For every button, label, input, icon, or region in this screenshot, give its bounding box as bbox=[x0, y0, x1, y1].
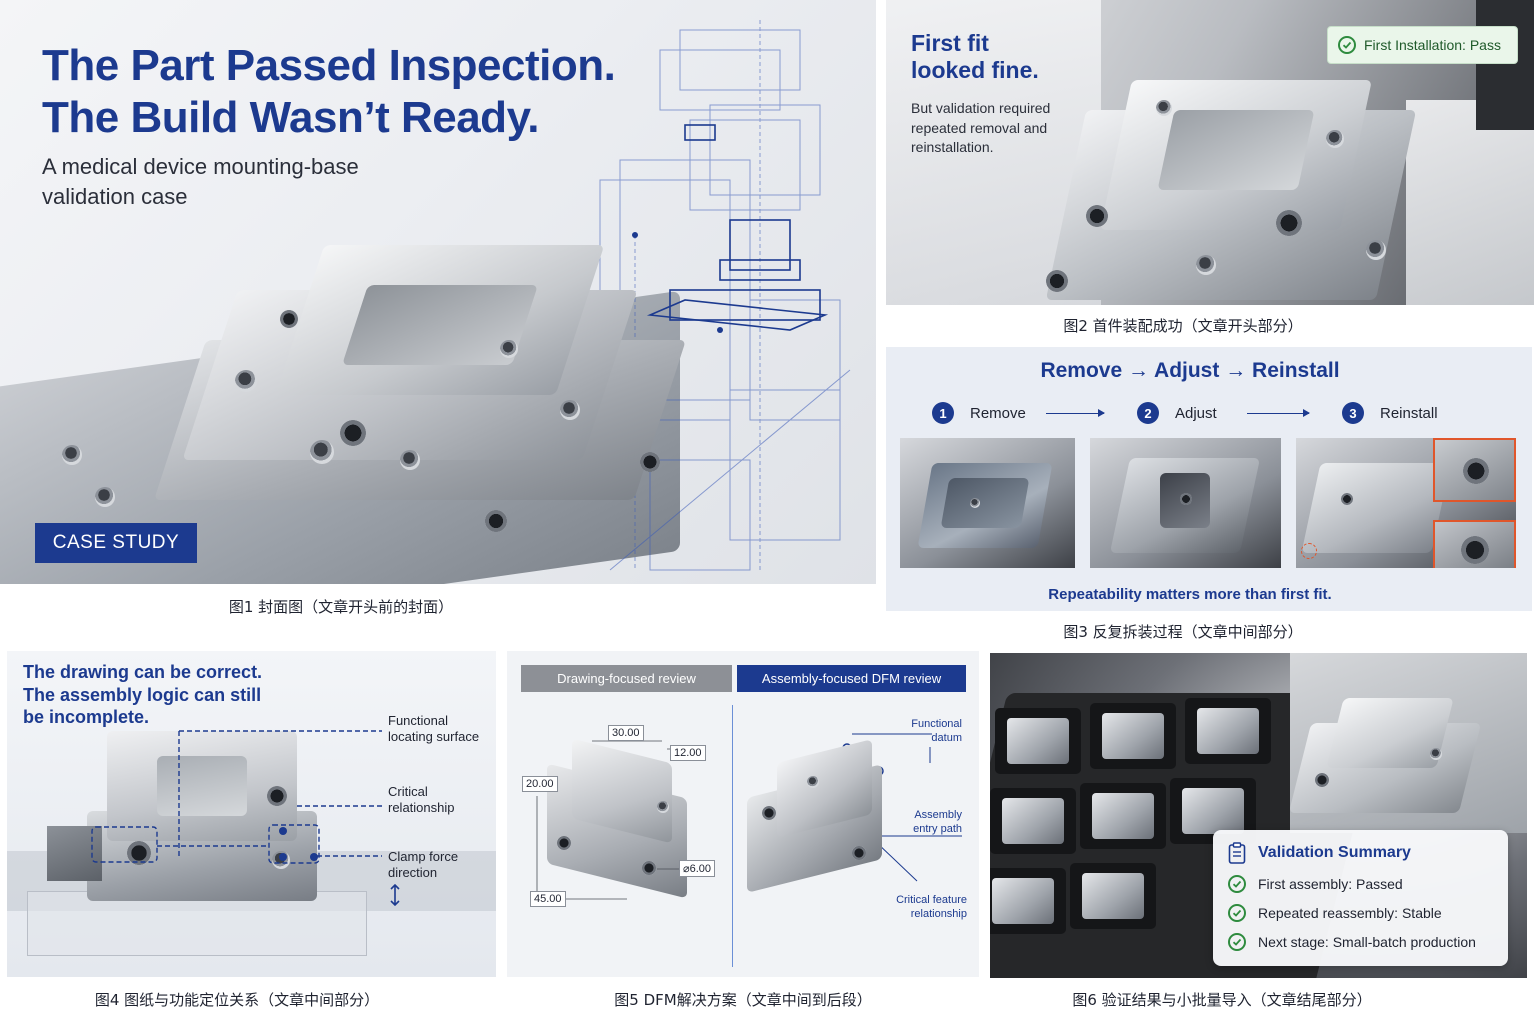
check-circle-icon bbox=[1338, 36, 1356, 54]
process-panel: Remove → Adjust → Reinstall 1 Remove 2 A… bbox=[886, 347, 1532, 611]
check-circle-icon bbox=[1228, 875, 1246, 893]
annotation-functional-datum: Functional datum bbox=[911, 718, 962, 744]
dimension-label: 12.00 bbox=[670, 745, 706, 761]
drawing-part bbox=[87, 731, 327, 901]
summary-item: Next stage: Small-batch production bbox=[1228, 933, 1476, 951]
highlight-circle bbox=[1301, 543, 1317, 559]
validation-panel: Validation Summary First assembly: Passe… bbox=[990, 653, 1527, 978]
first-fit-body: But validation required repeated removal… bbox=[911, 100, 1051, 155]
first-fit-title: First fit looked fine. bbox=[911, 30, 1039, 83]
step-label: Adjust bbox=[1175, 404, 1217, 422]
first-fit-panel: First fit looked fine. But validation re… bbox=[886, 0, 1534, 305]
figure-1-caption: 图1 封面图（文章开头前的封面） bbox=[228, 598, 454, 616]
dimension-label: 20.00 bbox=[522, 776, 558, 792]
drawing-title: The drawing can be correct. The assembly… bbox=[23, 662, 263, 727]
bolt-icon bbox=[1046, 270, 1068, 292]
summary-item: Repeated reassembly: Stable bbox=[1228, 904, 1442, 922]
case-study-badge: CASE STUDY bbox=[35, 523, 197, 563]
dimension-label: ⌀6.00 bbox=[679, 860, 716, 877]
step-label: Remove bbox=[970, 404, 1026, 422]
arrow-right-icon bbox=[1046, 409, 1105, 417]
dfm-review-part bbox=[747, 736, 897, 893]
figure-2-caption: 图2 首件装配成功（文章开头部分） bbox=[1063, 317, 1303, 335]
summary-heading: Validation Summary bbox=[1258, 844, 1411, 861]
annotation-locating-surface: Functional locating surface bbox=[388, 713, 480, 744]
annotation-entry-path: Assembly entry path bbox=[913, 809, 962, 835]
tab-drawing-review[interactable]: Drawing-focused review bbox=[521, 665, 732, 692]
finished-part bbox=[1288, 693, 1482, 813]
bolt-icon bbox=[640, 452, 660, 472]
adjust-photo bbox=[1090, 438, 1281, 568]
process-footer: Repeatability matters more than first fi… bbox=[1048, 586, 1332, 603]
figure-4-caption: 图4 图纸与功能定位关系（文章中间部分） bbox=[94, 991, 380, 1009]
bolt-icon bbox=[95, 487, 115, 507]
figure-5-caption: 图5 DFM解决方案（文章中间到后段） bbox=[614, 991, 872, 1009]
reinstall-photo bbox=[1296, 438, 1516, 568]
figure-6-caption: 图6 验证结果与小批量导入（文章结尾部分） bbox=[1072, 991, 1372, 1009]
bolt-icon bbox=[62, 445, 82, 465]
zoom-inset bbox=[1433, 520, 1516, 568]
figure-3-caption: 图3 反复拆装过程（文章中间部分） bbox=[1063, 623, 1303, 641]
arrow-right-icon bbox=[1247, 409, 1310, 417]
step-remove: 1 Remove bbox=[932, 402, 1026, 424]
step-number: 3 bbox=[1342, 402, 1364, 424]
blueprint-wireframe bbox=[599, 20, 851, 571]
dimension-label: 45.00 bbox=[530, 891, 566, 907]
dimension-label: 30.00 bbox=[608, 725, 644, 741]
step-number: 1 bbox=[932, 402, 954, 424]
installation-status-text: First Installation: Pass bbox=[1364, 37, 1501, 53]
up-down-arrow-icon bbox=[390, 884, 400, 906]
clipboard-icon bbox=[1228, 842, 1246, 864]
step-label: Reinstall bbox=[1380, 404, 1438, 422]
divider bbox=[732, 705, 733, 967]
drawing-panel: The drawing can be correct. The assembly… bbox=[7, 651, 496, 977]
drawing-review-part bbox=[547, 738, 697, 899]
functional-overlay bbox=[91, 730, 382, 864]
check-circle-icon bbox=[1228, 933, 1246, 951]
first-fit-part bbox=[1045, 70, 1426, 300]
installation-status-badge: First Installation: Pass bbox=[1327, 26, 1518, 64]
step-number: 2 bbox=[1137, 402, 1159, 424]
cover-title: The Part Passed Inspection. The Build Wa… bbox=[42, 41, 616, 142]
cover-subtitle: A medical device mounting-base validatio… bbox=[42, 154, 359, 209]
remove-photo bbox=[900, 438, 1075, 568]
process-heading: Remove → Adjust → Reinstall bbox=[1040, 359, 1340, 382]
cover-panel: The Part Passed Inspection. The Build Wa… bbox=[0, 0, 876, 584]
dfm-panel: Drawing-focused review Assembly-focused … bbox=[507, 651, 979, 977]
zoom-inset bbox=[1433, 438, 1516, 502]
check-circle-icon bbox=[1228, 904, 1246, 922]
step-adjust: 2 Adjust bbox=[1137, 402, 1217, 424]
mounting-base-part bbox=[154, 230, 690, 520]
summary-item: First assembly: Passed bbox=[1228, 875, 1403, 893]
step-reinstall: 3 Reinstall bbox=[1342, 402, 1438, 424]
tab-assembly-dfm-review[interactable]: Assembly-focused DFM review bbox=[737, 665, 966, 692]
annotation-critical-feature: Critical feature relationship bbox=[896, 894, 967, 920]
validation-summary-card: Validation Summary First assembly: Passe… bbox=[1213, 830, 1508, 966]
annotation-critical-relationship: Critical relationship bbox=[388, 784, 455, 815]
annotation-clamp-force: Clamp force direction bbox=[388, 849, 459, 880]
bolt-icon bbox=[485, 510, 507, 532]
